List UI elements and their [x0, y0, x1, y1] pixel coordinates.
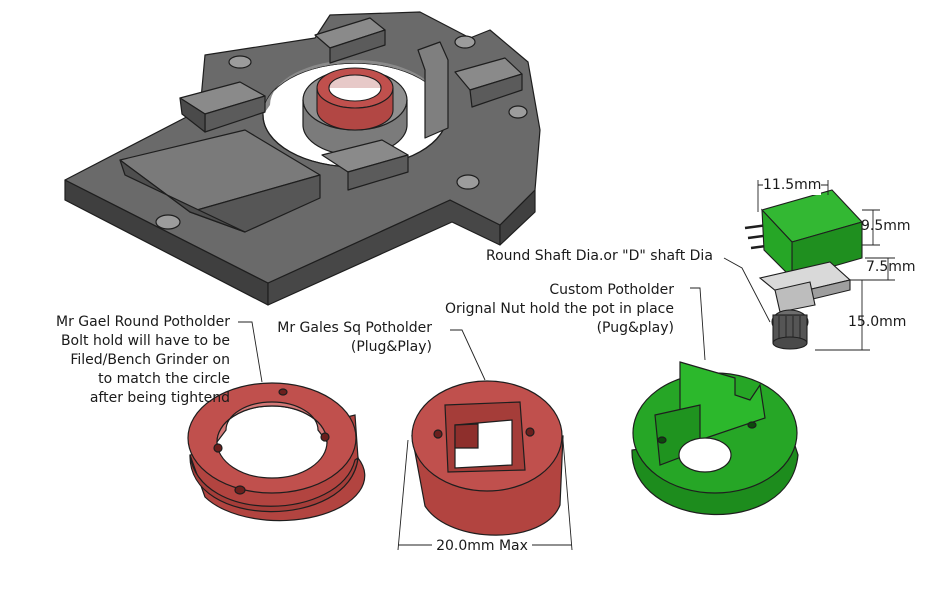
square-potholder-label-line1: Mr Gales Sq Potholder: [277, 320, 432, 336]
dimension-7-5-label: 7.5mm: [866, 259, 916, 275]
custom-potholder-label-line2: Orignal Nut hold the pot in place: [445, 301, 674, 317]
round-potholder-label-line: to match the circle: [98, 371, 230, 387]
dimension-15-0-label: 15.0mm: [848, 314, 907, 330]
base-plate-red-insert: [316, 67, 394, 131]
round-potholder-label-line: after being tightend: [89, 390, 230, 406]
round-potholder-label-line: Mr Gael Round Potholder: [56, 314, 230, 330]
custom-potholder-label-line3: (Pug&play): [596, 320, 674, 336]
shaft-diameter-label: Round Shaft Dia.or "D" shaft Dia: [486, 248, 713, 264]
base-plate: [64, 11, 541, 306]
square-potholder-label-line2: (Plug&Play): [350, 339, 432, 355]
dimension-11-5-label: 11.5mm: [763, 176, 822, 195]
square-potholder-label: Mr Gales Sq Potholder (Plug&Play): [262, 319, 432, 357]
custom-potholder: [631, 361, 799, 516]
custom-potholder-label-line1: Custom Potholder: [549, 282, 674, 298]
potentiometer: [744, 189, 864, 350]
dimension-9-5-label: 9.5mm: [861, 218, 911, 234]
round-potholder-label: Mr Gael Round Potholder Bolt hold will h…: [30, 313, 230, 408]
round-potholder: [187, 382, 366, 522]
round-potholder-label-line: Filed/Bench Grinder on: [70, 352, 230, 368]
width-dimension-label: 20.0mm Max: [432, 537, 532, 556]
round-potholder-label-line: Bolt hold will have to be: [60, 333, 230, 349]
custom-potholder-label: Custom Potholder Orignal Nut hold the po…: [430, 281, 674, 338]
square-potholder: [411, 380, 564, 536]
